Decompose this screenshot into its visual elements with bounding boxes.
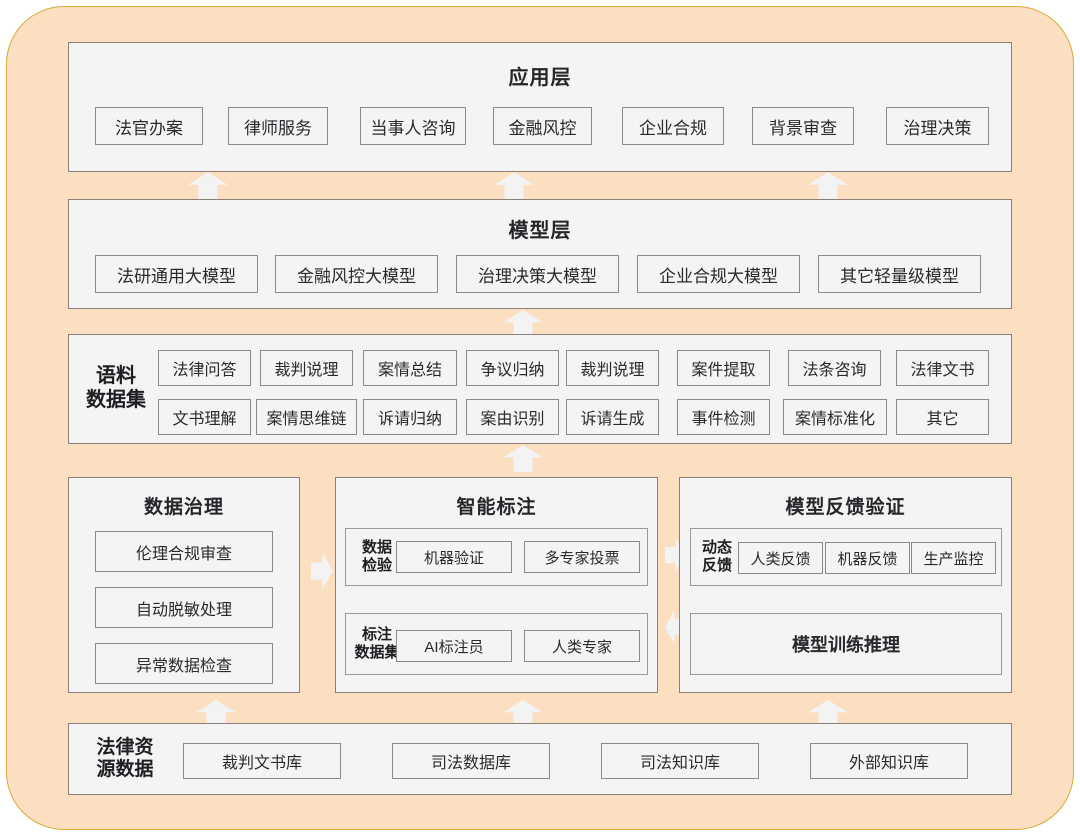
corpus-r2-1[interactable]: 案情思维链: [256, 399, 357, 435]
model-feedback-title: 模型反馈验证: [785, 497, 906, 518]
annotation-dataset-label: 标注 数据集: [354, 626, 400, 661]
resource-item-1[interactable]: 司法数据库: [392, 743, 550, 779]
data-governance-item-2[interactable]: 异常数据检查: [95, 643, 273, 684]
corpus-layer-label: 语料 数据集: [86, 365, 146, 411]
annotation-dataset-item-0[interactable]: AI标注员: [396, 630, 512, 662]
annotation-verification-item-0[interactable]: 机器验证: [396, 541, 512, 573]
app-item-4[interactable]: 企业合规: [622, 107, 724, 145]
data-governance-item-0[interactable]: 伦理合规审查: [95, 531, 273, 572]
corpus-r1-6[interactable]: 法条咨询: [788, 350, 881, 386]
feedback-dynamic-item-0[interactable]: 人类反馈: [738, 542, 823, 574]
data-governance-item-1[interactable]: 自动脱敏处理: [95, 587, 273, 628]
resource-item-0[interactable]: 裁判文书库: [183, 743, 341, 779]
feedback-training-box: 模型训练推理: [690, 613, 1002, 675]
model-item-0[interactable]: 法研通用大模型: [95, 255, 258, 293]
app-item-2[interactable]: 当事人咨询: [360, 107, 466, 145]
model-item-4[interactable]: 其它轻量级模型: [818, 255, 981, 293]
feedback-training-label: 模型训练推理: [792, 635, 900, 655]
resource-item-3[interactable]: 外部知识库: [810, 743, 968, 779]
app-item-3[interactable]: 金融风控: [493, 107, 592, 145]
app-item-0[interactable]: 法官办案: [95, 107, 203, 145]
corpus-r2-3[interactable]: 案由识别: [466, 399, 559, 435]
resource-item-2[interactable]: 司法知识库: [601, 743, 759, 779]
application-layer-title: 应用层: [508, 67, 572, 89]
app-item-6[interactable]: 治理决策: [886, 107, 989, 145]
corpus-r2-7[interactable]: 其它: [896, 399, 989, 435]
annotation-verification-item-1[interactable]: 多专家投票: [524, 541, 640, 573]
corpus-r2-6[interactable]: 案情标准化: [783, 399, 887, 435]
model-item-2[interactable]: 治理决策大模型: [456, 255, 619, 293]
corpus-r1-3[interactable]: 争议归纳: [466, 350, 559, 386]
annotation-dataset-item-1[interactable]: 人类专家: [524, 630, 640, 662]
corpus-r1-2[interactable]: 案情总结: [363, 350, 457, 386]
corpus-r2-0[interactable]: 文书理解: [158, 399, 251, 435]
corpus-r2-2[interactable]: 诉请归纳: [363, 399, 457, 435]
corpus-r1-4[interactable]: 裁判说理: [566, 350, 659, 386]
model-item-1[interactable]: 金融风控大模型: [275, 255, 438, 293]
resource-layer-label: 法律资 源数据: [96, 736, 154, 780]
feedback-dynamic-label: 动态 反馈: [701, 539, 732, 574]
annotation-verification-label: 数据 检验: [361, 539, 392, 574]
corpus-r1-0[interactable]: 法律问答: [158, 350, 251, 386]
smart-annotation-title: 智能标注: [456, 497, 537, 518]
corpus-r1-7[interactable]: 法律文书: [896, 350, 989, 386]
app-item-1[interactable]: 律师服务: [228, 107, 328, 145]
feedback-dynamic-item-1[interactable]: 机器反馈: [825, 542, 910, 574]
corpus-r1-1[interactable]: 裁判说理: [260, 350, 353, 386]
corpus-r1-5[interactable]: 案件提取: [677, 350, 770, 386]
model-item-3[interactable]: 企业合规大模型: [637, 255, 800, 293]
corpus-r2-4[interactable]: 诉请生成: [566, 399, 659, 435]
corpus-r2-5[interactable]: 事件检测: [677, 399, 770, 435]
app-item-5[interactable]: 背景审查: [752, 107, 854, 145]
data-governance-title: 数据治理: [143, 497, 224, 518]
feedback-dynamic-item-2[interactable]: 生产监控: [911, 542, 996, 574]
model-layer-title: 模型层: [508, 220, 572, 242]
